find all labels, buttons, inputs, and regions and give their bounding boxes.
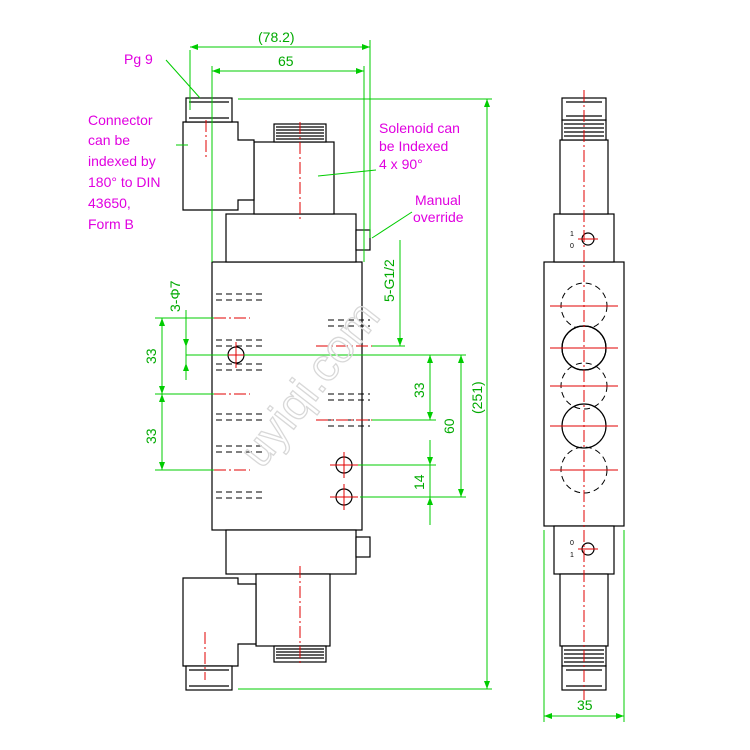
svg-text:Solenoid can: Solenoid can [379,120,460,136]
port-mark-bottom-0: 0 [570,540,574,547]
lower-solenoid-coil [255,573,331,647]
svg-text:indexed by: indexed by [88,153,156,169]
manual-override-lower [355,536,371,558]
note-pg: Pg 9 [124,51,153,67]
svg-text:180° to DIN: 180° to DIN [88,174,161,190]
svg-text:43650,: 43650, [88,195,131,211]
dim-bottom-offset: 14 [411,474,427,490]
svg-text:4 x 90°: 4 x 90° [379,156,423,172]
note-solenoid: Solenoid can be Indexed 4 x 90° [379,120,460,172]
dim-side-width: 35 [577,697,593,713]
svg-text:be Indexed: be Indexed [379,138,448,154]
dim-mount-holes: 3-Φ7 [167,280,183,312]
dim-port-size: 5-G1/2 [381,259,397,302]
svg-text:Form B: Form B [88,216,134,232]
dim-port-spacing: 60 [441,418,457,434]
side-view: 1 0 0 1 [543,90,625,722]
front-dimensions [155,40,492,690]
valve-body [211,261,363,531]
dim-pitch-upper: 33 [143,348,159,364]
lower-connector [182,577,257,667]
svg-text:Manual: Manual [415,192,461,208]
note-manual-override: Manual override [413,192,464,225]
dim-overall-width: (78.2) [258,29,295,45]
front-centerlines [204,120,372,680]
dim-overall-height: (251) [469,381,485,414]
upper-solenoid-coil [253,141,335,215]
dim-pitch-lower: 33 [143,428,159,444]
port-mark-bottom-1: 1 [570,552,574,559]
svg-text:Connector: Connector [88,112,153,128]
svg-text:override: override [413,209,464,225]
note-connector: Connector can be indexed by 180° to DIN … [88,112,161,232]
port-mark-top-1: 1 [570,231,574,238]
port-mark-top-0: 0 [570,243,574,250]
dim-port-pitch: 33 [411,382,427,398]
front-view [182,97,372,691]
manual-override-upper [355,229,371,251]
dim-body-width: 65 [278,53,294,69]
lower-pilot-block [225,529,357,575]
upper-pilot-block [225,213,357,263]
upper-connector [182,121,255,211]
svg-text:can be: can be [88,132,130,148]
hidden-port-lines [216,293,370,499]
